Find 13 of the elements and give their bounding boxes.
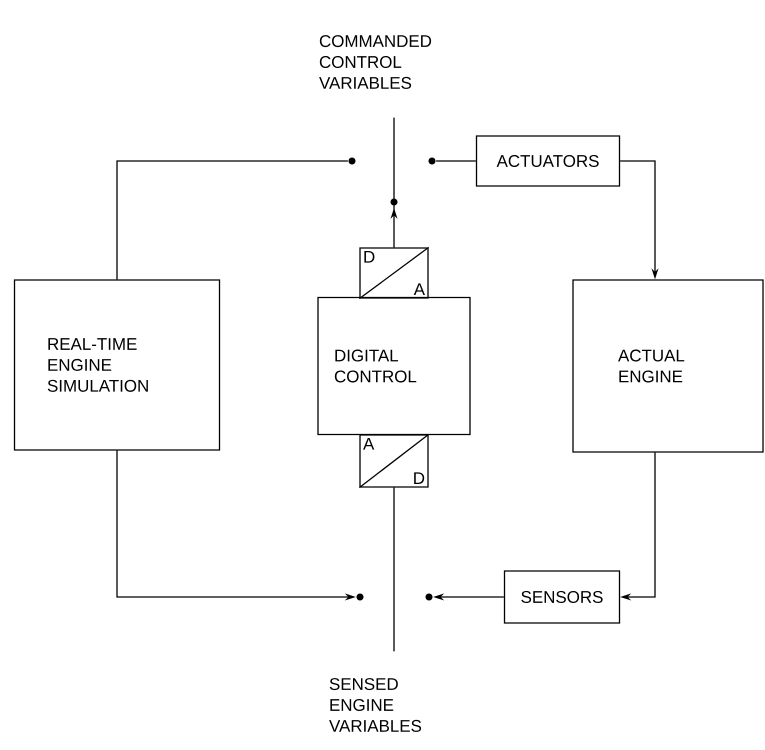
- caption-text: SENSED ENGINE VARIABLES: [329, 678, 422, 732]
- process-box: REAL-TIME ENGINE SIMULATION: [14, 279, 220, 451]
- process-box: ACTUAL ENGINE: [572, 279, 764, 453]
- switch-contact: [356, 594, 364, 600]
- switch-contact: [348, 158, 356, 164]
- process-box: SENSORS: [504, 570, 620, 624]
- switch-contact: [428, 158, 436, 164]
- converter-box: A D: [358, 434, 430, 488]
- process-box: DIGITAL CONTROL: [317, 296, 471, 436]
- switch-contact: [426, 594, 432, 600]
- process-box: ACTUATORS: [476, 135, 620, 187]
- caption-text: COMMANDED CONTROL VARIABLES: [319, 35, 432, 89]
- converter-box: D A: [358, 246, 430, 300]
